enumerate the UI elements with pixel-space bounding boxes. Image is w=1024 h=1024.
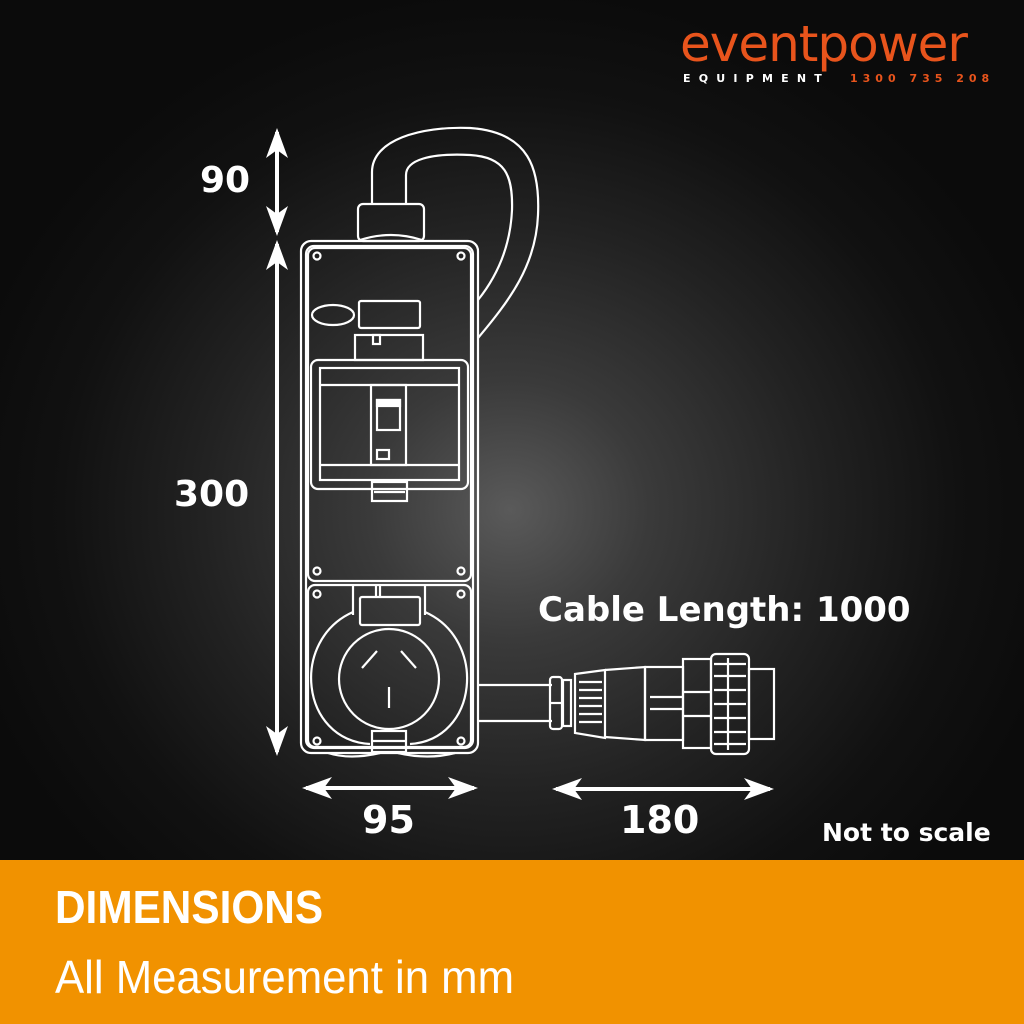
plug-connector xyxy=(548,652,776,756)
diagram-background xyxy=(0,0,1024,860)
top-cable-loop xyxy=(370,126,540,339)
brand-phone: 1300 735 208 xyxy=(850,72,995,85)
dimension-arrow-95 xyxy=(302,777,478,799)
product-line-drawing xyxy=(266,126,776,800)
brand-name: eventpower xyxy=(680,15,968,73)
dimension-label-body-height: 300 xyxy=(174,474,250,515)
side-cable xyxy=(478,683,552,723)
footer-title: DIMENSIONS xyxy=(55,881,324,933)
not-to-scale-note: Not to scale xyxy=(822,818,991,847)
top-gland xyxy=(356,202,426,243)
enclosure-body xyxy=(299,239,480,758)
dimension-arrow-180 xyxy=(552,778,774,800)
footer-subtitle: All Measurement in mm xyxy=(55,951,514,1003)
dimension-arrow-300 xyxy=(266,240,288,756)
brand-logo: eventpower EQUIPMENT 1300 735 208 xyxy=(680,15,1010,90)
footer-banner: DIMENSIONS All Measurement in mm xyxy=(0,860,1024,1024)
dimension-label-body-width: 95 xyxy=(362,798,415,842)
dimension-label-plug-length: 180 xyxy=(620,798,700,842)
brand-tagline: EQUIPMENT xyxy=(683,72,830,85)
dimension-arrow-90 xyxy=(266,128,288,236)
dimension-label-plug-height: 90 xyxy=(200,160,251,201)
cable-length-label: Cable Length: 1000 xyxy=(538,590,911,630)
